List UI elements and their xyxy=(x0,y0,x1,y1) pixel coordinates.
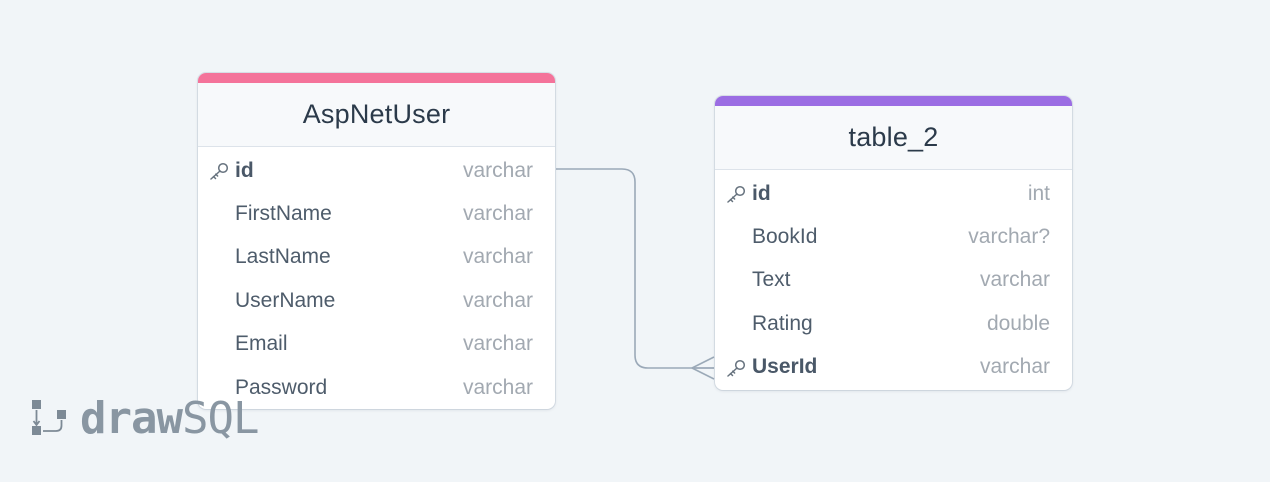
column-name: UserId xyxy=(752,355,818,379)
logo-bold-text: draw xyxy=(80,392,183,444)
column-row[interactable]: id int xyxy=(715,172,1072,215)
logo-light-text: SQL xyxy=(181,392,259,444)
column-name: Email xyxy=(235,332,288,356)
key-icon xyxy=(727,359,746,377)
column-name: LastName xyxy=(235,245,331,269)
column-type: int xyxy=(1027,181,1050,205)
column-row[interactable]: BookId varchar? xyxy=(715,215,1072,258)
table-accent-bar xyxy=(715,96,1072,106)
column-name: id xyxy=(235,158,254,182)
table-accent-bar xyxy=(198,73,555,83)
column-name: BookId xyxy=(752,225,818,249)
key-icon xyxy=(210,162,229,180)
column-row[interactable]: id varchar xyxy=(198,149,555,192)
drawsql-wordmark: drawSQL xyxy=(80,392,259,444)
column-type: varchar xyxy=(462,158,533,182)
table-title[interactable]: AspNetUser xyxy=(198,83,555,147)
key-icon xyxy=(727,185,746,203)
column-type: varchar? xyxy=(968,225,1050,249)
column-type: varchar xyxy=(462,245,533,269)
column-name: Rating xyxy=(752,311,813,335)
column-row[interactable]: Text varchar xyxy=(715,259,1072,302)
column-row[interactable]: Email varchar xyxy=(198,323,555,366)
table-table-2[interactable]: table_2 id int BookId varchar? Text varc… xyxy=(715,96,1072,390)
column-name: Text xyxy=(752,268,791,292)
column-type: varchar xyxy=(462,288,533,312)
column-type: double xyxy=(986,311,1050,335)
column-name: Password xyxy=(235,375,328,399)
column-row[interactable]: Rating double xyxy=(715,302,1072,345)
column-type: varchar xyxy=(979,268,1050,292)
crowfoot-icon xyxy=(691,356,715,380)
column-type: varchar xyxy=(462,202,533,226)
table-title[interactable]: table_2 xyxy=(715,106,1072,170)
column-type: varchar xyxy=(979,355,1050,379)
column-row[interactable]: UserName varchar xyxy=(198,279,555,322)
table-aspnetuser[interactable]: AspNetUser id varchar FirstName varchar … xyxy=(198,73,555,409)
column-type: varchar xyxy=(462,375,533,399)
column-name: UserName xyxy=(235,288,336,312)
column-row[interactable]: FirstName varchar xyxy=(198,192,555,235)
column-name: id xyxy=(752,181,771,205)
column-name: FirstName xyxy=(235,202,332,226)
column-row[interactable]: Password varchar xyxy=(198,366,555,409)
drawsql-logo: drawSQL xyxy=(30,392,259,444)
drawsql-logo-icon xyxy=(32,400,66,435)
column-row[interactable]: UserId varchar xyxy=(715,346,1072,389)
column-row[interactable]: LastName varchar xyxy=(198,236,555,279)
column-type: varchar xyxy=(462,332,533,356)
